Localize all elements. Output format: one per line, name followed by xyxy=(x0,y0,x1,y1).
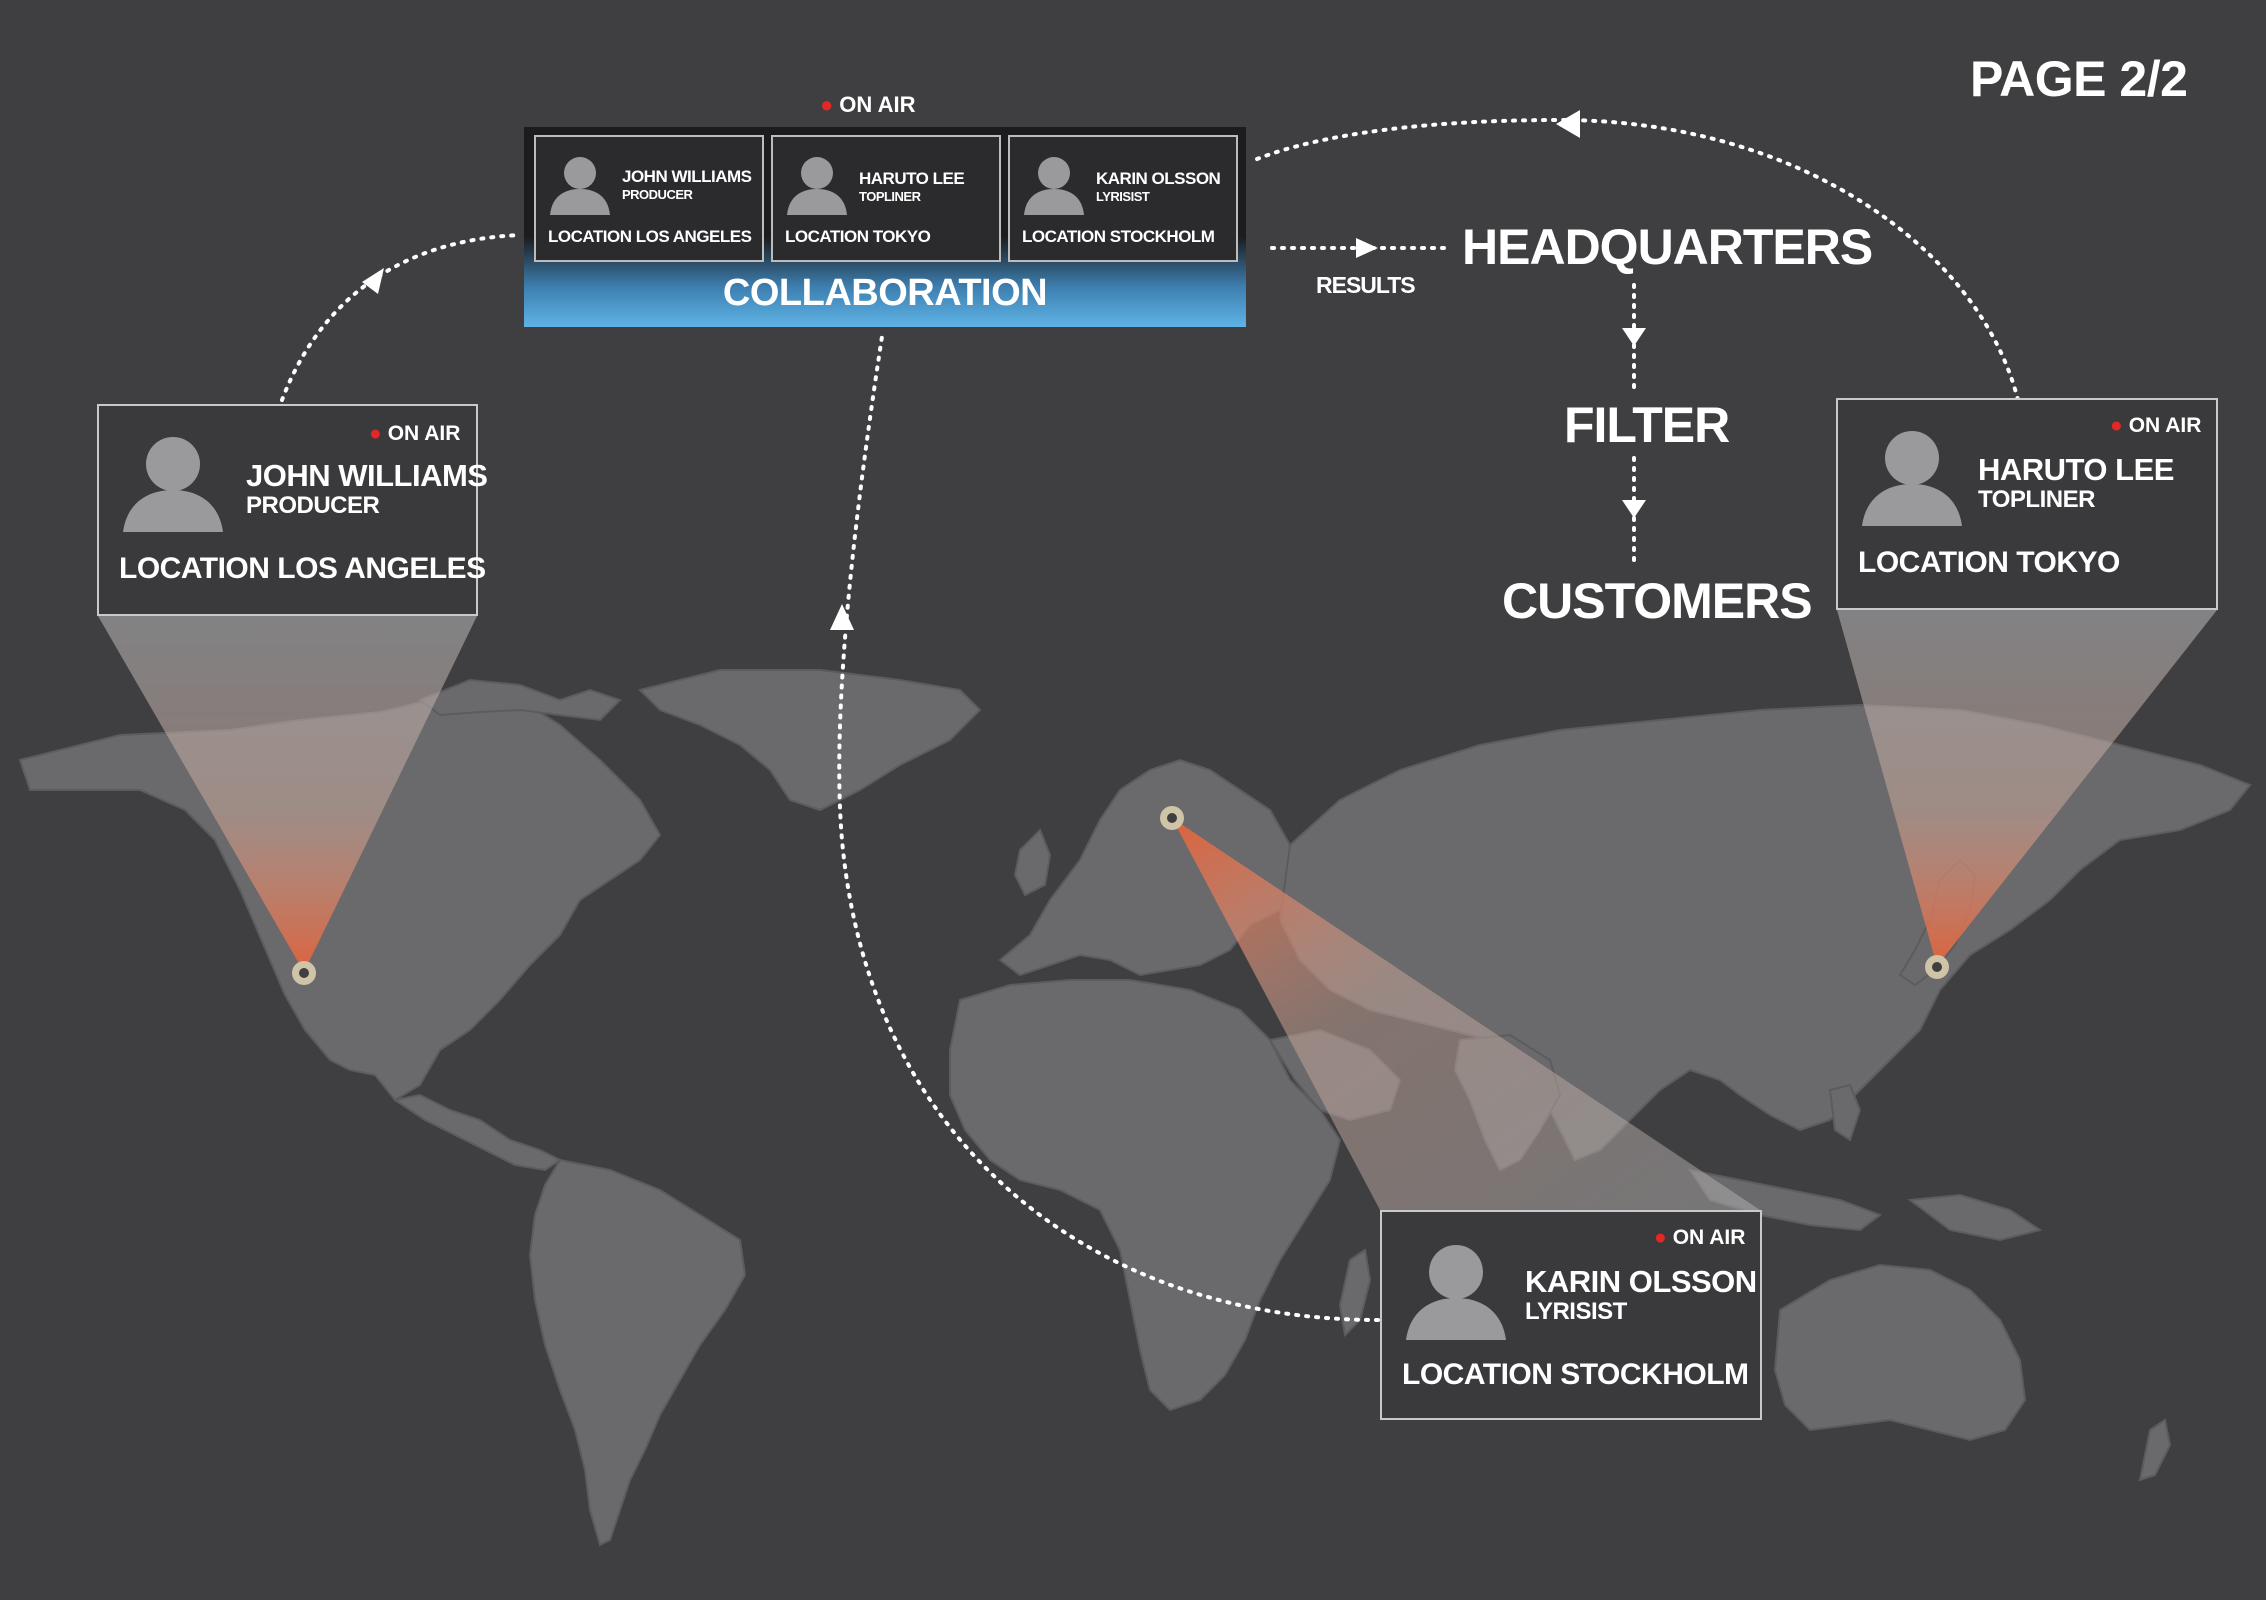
profile-card-tokyo: ●ON AIR HARUTO LEE TOPLINER LOCATION TOK… xyxy=(1836,398,2218,610)
person-icon xyxy=(787,157,847,215)
stockholm-connector-arrowhead xyxy=(830,604,854,630)
person-icon xyxy=(1406,1245,1506,1340)
person-icon xyxy=(550,157,610,215)
stockholm-to-collab-connector xyxy=(837,328,1380,1322)
collab-on-air-label: ON AIR xyxy=(839,92,916,117)
profile-location: LOCATION LOS ANGELES xyxy=(119,552,486,585)
profile-name: HARUTO LEE xyxy=(1978,452,2174,487)
profile-location: LOCATION TOKYO xyxy=(1858,546,2120,579)
arctic-islands-landmass xyxy=(417,678,622,722)
collab-member-name: HARUTO LEE xyxy=(859,169,965,188)
results-label: RESULTS xyxy=(1316,272,1416,298)
uk-landmass xyxy=(1013,828,1052,897)
profile-role: TOPLINER xyxy=(1978,486,2095,513)
results-arrowhead xyxy=(1356,238,1378,258)
tokyo-connector-arrowhead xyxy=(1556,110,1580,138)
on-air-label: ON AIR xyxy=(1672,1226,1746,1249)
la-to-collab-connector xyxy=(280,233,522,402)
central-america-landmass xyxy=(392,1093,562,1172)
tokyo-beam xyxy=(1837,610,2217,966)
profile-role: PRODUCER xyxy=(246,492,380,519)
profile-location: LOCATION STOCKHOLM xyxy=(1402,1358,1749,1391)
collab-member-role: PRODUCER xyxy=(622,187,693,202)
tokyo-marker xyxy=(1925,955,1949,979)
la-connector-arrowhead xyxy=(362,268,384,294)
customers-label: CUSTOMERS xyxy=(1502,573,1813,629)
collab-member-location: LOCATION STOCKHOLM xyxy=(1022,227,1215,246)
filter-arrowhead xyxy=(1622,328,1646,346)
on-air-badge: ●ON AIR xyxy=(2110,414,2202,437)
south-america-landmass xyxy=(528,1158,747,1547)
on-air-badge: ●ON AIR xyxy=(1654,1226,1746,1249)
greenland-landmass xyxy=(638,669,982,812)
collab-member-card: HARUTO LEE TOPLINER LOCATION TOKYO xyxy=(771,135,1001,262)
customers-arrowhead xyxy=(1622,500,1646,518)
new-zealand-landmass xyxy=(2138,1418,2172,1482)
australia-landmass xyxy=(1773,1263,2027,1442)
on-air-badge: ●ON AIR xyxy=(369,422,461,445)
madagascar-landmass xyxy=(1338,1248,1372,1338)
collaboration-panel: JOHN WILLIAMS PRODUCER LOCATION LOS ANGE… xyxy=(524,127,1246,327)
on-air-label: ON AIR xyxy=(387,422,461,445)
collab-member-location: LOCATION LOS ANGELES xyxy=(548,227,752,246)
page-indicator: PAGE 2/2 xyxy=(1970,51,2188,107)
stockholm-beam xyxy=(1172,818,1760,1210)
collab-member-role: TOPLINER xyxy=(859,189,921,204)
person-icon xyxy=(1862,431,1962,526)
profile-name: JOHN WILLIAMS xyxy=(246,458,488,493)
collab-on-air-badge: ●ON AIR xyxy=(820,92,916,117)
filter-label: FILTER xyxy=(1564,397,1730,453)
los-angeles-marker xyxy=(292,961,316,985)
africa-landmass xyxy=(949,979,1342,1412)
collab-member-card: JOHN WILLIAMS PRODUCER LOCATION LOS ANGE… xyxy=(534,135,764,262)
profile-card-los-angeles: ●ON AIR JOHN WILLIAMS PRODUCER LOCATION … xyxy=(97,404,488,616)
collab-member-location: LOCATION TOKYO xyxy=(785,227,931,246)
collab-member-name: KARIN OLSSON xyxy=(1096,169,1221,188)
los-angeles-beam xyxy=(98,616,477,972)
profile-name: KARIN OLSSON xyxy=(1525,1264,1757,1299)
profile-role: LYRISIST xyxy=(1525,1298,1627,1325)
stockholm-marker xyxy=(1160,806,1184,830)
collab-member-role: LYRISIST xyxy=(1096,189,1150,204)
new-guinea-landmass xyxy=(1907,1193,2043,1242)
collab-member-card: KARIN OLSSON LYRISIST LOCATION STOCKHOLM xyxy=(1008,135,1238,262)
profile-card-stockholm: ●ON AIR KARIN OLSSON LYRISIST LOCATION S… xyxy=(1380,1210,1762,1420)
collab-member-name: JOHN WILLIAMS xyxy=(622,167,752,186)
headquarters-label: HEADQUARTERS xyxy=(1462,219,1873,275)
collaboration-title: COLLABORATION xyxy=(722,272,1048,314)
person-icon xyxy=(123,437,223,532)
philippines-landmass xyxy=(1828,1083,1862,1142)
tokyo-to-collab-connector xyxy=(1248,117,2020,402)
person-icon xyxy=(1024,157,1084,215)
on-air-label: ON AIR xyxy=(2128,414,2202,437)
